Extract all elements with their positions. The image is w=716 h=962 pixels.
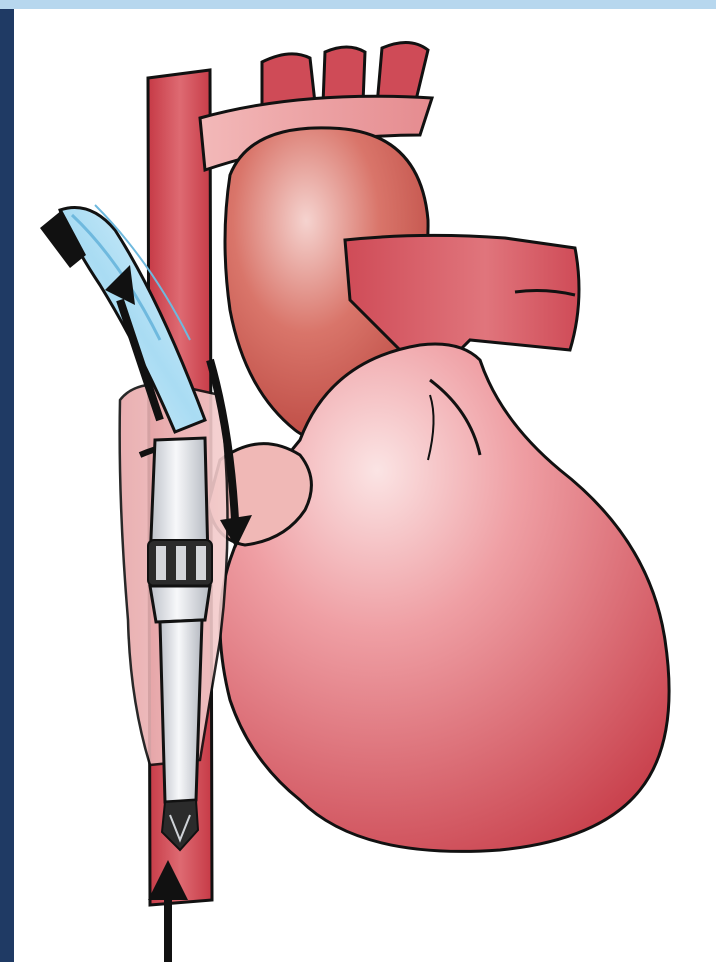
illustration-frame <box>0 0 716 962</box>
heart-illustration <box>0 0 716 962</box>
